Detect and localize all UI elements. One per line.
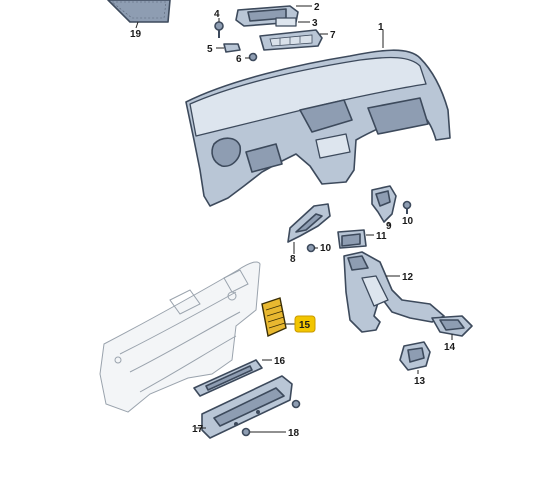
callout-13: 13 bbox=[414, 376, 426, 387]
part-9-duct-connector bbox=[371, 185, 397, 223]
part-14-outlet bbox=[431, 315, 473, 337]
callout-10-upper: 10 bbox=[402, 216, 414, 227]
leader-9 bbox=[387, 221, 391, 227]
callout-17: 17 bbox=[192, 424, 204, 435]
callout-8: 8 bbox=[290, 254, 296, 265]
callout-7: 7 bbox=[330, 30, 336, 41]
part-19-panel bbox=[107, 0, 171, 23]
callout-19: 19 bbox=[130, 29, 142, 40]
part-7-vent-grille bbox=[259, 29, 323, 51]
part-16-strip bbox=[193, 359, 263, 397]
callout-11: 11 bbox=[376, 231, 387, 242]
part-6-screw bbox=[248, 52, 258, 62]
part-11-vent-connector bbox=[337, 229, 367, 249]
bulkhead-outline bbox=[99, 261, 261, 413]
part-12-air-duct bbox=[343, 251, 445, 333]
callout-18: 18 bbox=[288, 428, 300, 439]
leader-19 bbox=[135, 21, 139, 29]
callout-1: 1 bbox=[378, 22, 384, 33]
callout-14: 14 bbox=[444, 342, 456, 353]
callout-15-highlight-badge bbox=[294, 315, 316, 333]
part-3-clip bbox=[275, 17, 297, 27]
part-15-grille bbox=[261, 297, 287, 337]
callout-10-lower: 10 bbox=[320, 243, 332, 254]
part-8-bracket bbox=[287, 203, 331, 243]
part-17-lower-cover bbox=[201, 375, 293, 439]
part-4-screw bbox=[214, 21, 224, 38]
callout-5: 5 bbox=[207, 44, 213, 55]
callout-3: 3 bbox=[312, 18, 318, 29]
part-5-clip bbox=[223, 43, 241, 53]
part-10a-screw bbox=[402, 200, 412, 214]
callout-4: 4 bbox=[214, 9, 220, 20]
callout-9: 9 bbox=[386, 221, 392, 232]
part-13-outlet bbox=[399, 341, 431, 371]
callout-12: 12 bbox=[402, 272, 414, 283]
callout-16: 16 bbox=[274, 356, 286, 367]
callout-15: 15 bbox=[299, 320, 311, 331]
part-10b-screw bbox=[306, 243, 316, 253]
part-1-dashboard bbox=[185, 49, 451, 207]
callout-6: 6 bbox=[236, 54, 242, 65]
callout-2: 2 bbox=[314, 2, 320, 13]
part-18-screws bbox=[241, 399, 301, 437]
